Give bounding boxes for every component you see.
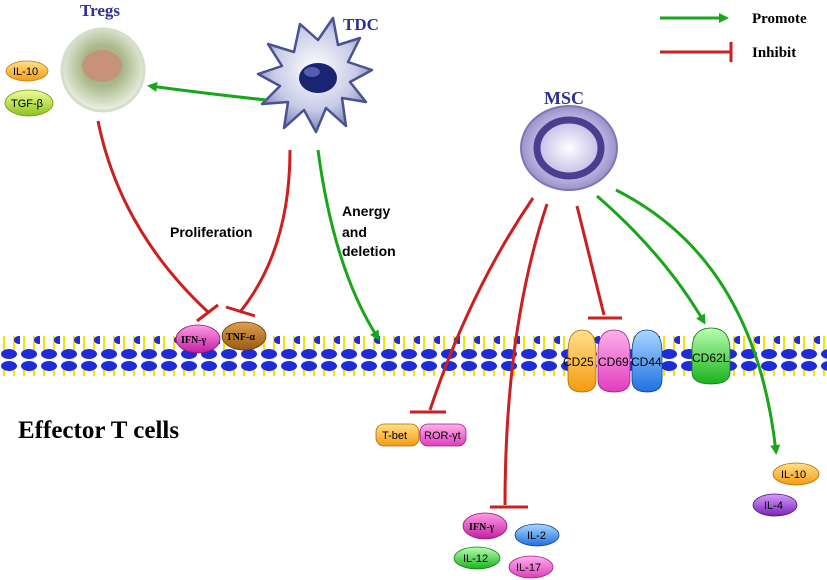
effector-t-cells-label: Effector T cells <box>18 417 179 444</box>
cell-membrane <box>0 336 827 376</box>
proliferation-label: Proliferation <box>170 224 252 240</box>
tregs-il10-label: IL-10 <box>13 66 38 78</box>
membrane-receptors: CD25 CD69 CD44 CD62L <box>563 327 731 393</box>
cd44-label: CD44 <box>631 355 662 369</box>
msc-il2-label: IL-2 <box>527 530 546 542</box>
tregs-inhibits-ifng-line <box>96 120 210 314</box>
msc-il10-label: IL-10 <box>781 469 806 481</box>
anergy-label-line1: Anergy <box>342 203 390 219</box>
msc-il12-oval-icon <box>453 546 501 570</box>
tregs-nucleus-icon <box>82 50 122 82</box>
il10-oval-icon <box>5 60 49 82</box>
membrane-ifng-label: IFN-γ <box>181 335 207 346</box>
membrane-ifng-oval-icon <box>175 324 221 354</box>
legend-inhibit-label: Inhibit <box>752 45 796 61</box>
tregs-cell: Tregs <box>60 1 146 113</box>
tgfb-oval-icon <box>4 89 54 117</box>
cd62l-label: CD62L <box>692 351 730 365</box>
tbet-box-icon <box>375 423 420 447</box>
tdc-nucleus-highlight-icon <box>304 67 320 77</box>
msc-inner-ring-icon <box>533 116 605 180</box>
tdc-promotes-tregs-arrow <box>147 81 267 102</box>
msc-il4-oval-icon <box>752 493 798 517</box>
tdc-nucleus-icon <box>299 63 337 93</box>
tdc-inhibits-tnfa-line <box>238 149 292 313</box>
tregs-cytokines: IL-10 TGF-β <box>4 60 54 117</box>
transcription-factors: T-bet ROR-γt <box>375 423 467 447</box>
cd25-receptor-icon <box>567 329 597 393</box>
membrane-cytokines: IFN-γ TNF-α <box>175 321 267 354</box>
tdc-cell: TDC <box>256 15 379 134</box>
msc-il2-oval-icon <box>514 523 560 547</box>
msc-inhibits-cytokines-line <box>503 203 549 506</box>
tregs-tgfb-label: TGF-β <box>11 98 43 110</box>
tregs-label: Tregs <box>80 1 120 20</box>
msc-il17-label: IL-17 <box>516 562 541 574</box>
anergy-label-line2: and <box>342 224 367 240</box>
tdc-inhibit-bar-icon <box>225 305 256 318</box>
tdc-label: TDC <box>343 15 379 34</box>
rorgt-label: ROR-γt <box>424 430 461 442</box>
msc-inhibits-receptors-line <box>575 205 606 316</box>
anergy-label-line3: deletion <box>342 243 396 259</box>
msc-il4-label: IL-4 <box>764 500 783 512</box>
msc-label: MSC <box>544 88 584 108</box>
tregs-inhibit-bar-icon <box>196 303 219 323</box>
cd62l-receptor-icon <box>691 327 731 385</box>
legend: Promote Inhibit <box>660 11 807 62</box>
msc-il12-label: IL-12 <box>463 553 488 565</box>
msc-ifng-label: IFN-γ <box>469 522 495 533</box>
msc-il17-oval-icon <box>508 555 554 579</box>
msc-inhibits-transcription-line <box>428 197 535 411</box>
msc-promotes-il10-arrow <box>615 188 781 455</box>
msc-inhibited-cytokines: IFN-γ IL-2 IL-12 IL-17 <box>453 512 560 579</box>
tdc-anergy-arrow <box>316 149 380 341</box>
legend-promote-label: Promote <box>752 11 807 27</box>
msc-il10-oval-icon <box>772 462 820 486</box>
cd25-label: CD25 <box>563 355 594 369</box>
cd69-label: CD69 <box>598 355 629 369</box>
rorgt-box-icon <box>419 423 467 447</box>
msc-promotes-cd62l-arrow <box>596 194 706 325</box>
msc-promoted-cytokines: IL-10 IL-4 <box>752 462 820 517</box>
cd69-receptor-icon <box>597 329 631 393</box>
cd44-receptor-icon <box>631 329 663 393</box>
membrane-tnfa-label: TNF-α <box>226 332 255 343</box>
membrane-tnfa-oval-icon <box>221 321 267 351</box>
msc-cell: MSC <box>520 88 618 191</box>
msc-ifng-oval-icon <box>462 512 508 540</box>
tbet-label: T-bet <box>382 430 407 442</box>
